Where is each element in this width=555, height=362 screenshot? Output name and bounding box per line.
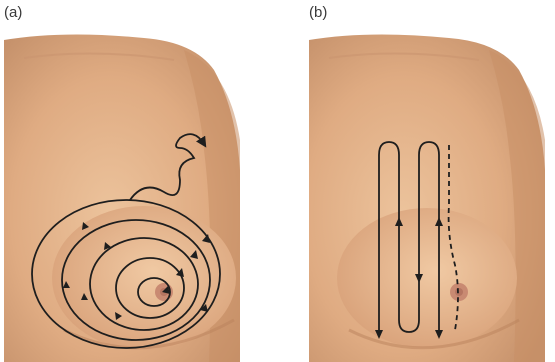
panel-a-spiral-method bbox=[4, 30, 240, 362]
panel-label-a: (a) bbox=[4, 4, 22, 21]
panel-a-illustration bbox=[4, 30, 240, 362]
panel-b-vertical-strip-method bbox=[309, 30, 545, 362]
panel-label-b: (b) bbox=[309, 4, 327, 21]
panel-b-illustration bbox=[309, 30, 545, 362]
breast-shape bbox=[52, 206, 236, 350]
breast-shape bbox=[337, 208, 517, 348]
